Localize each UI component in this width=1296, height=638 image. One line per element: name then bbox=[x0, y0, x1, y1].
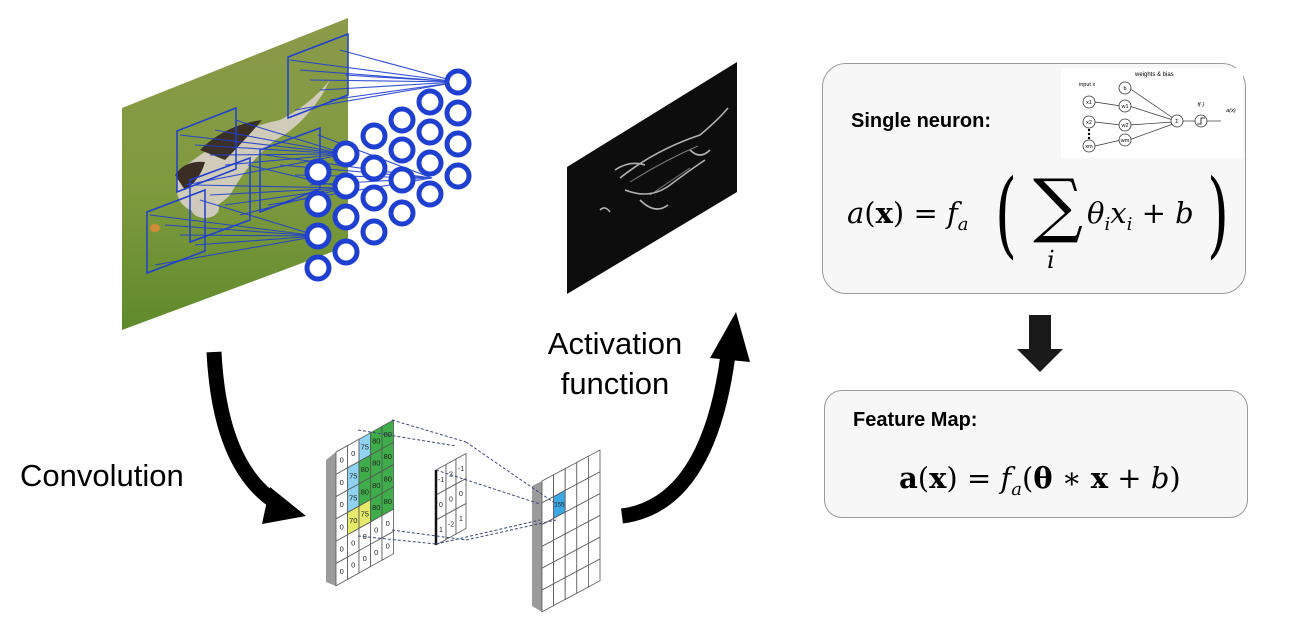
input-grid-cell-value: 0 bbox=[340, 478, 344, 487]
kernel-grid-cell bbox=[455, 502, 467, 535]
output-grid: 155 bbox=[532, 449, 601, 613]
projection-lines bbox=[357, 419, 557, 545]
input-grid-cell-value: 0 bbox=[340, 545, 344, 554]
input-grid-cell-value: 0 bbox=[363, 554, 367, 563]
activation-output-image bbox=[567, 62, 737, 294]
input-grid-cell-value: 80 bbox=[372, 436, 380, 445]
input-grid-cell-value: 75 bbox=[361, 443, 369, 452]
input-grid-cell-value: 80 bbox=[361, 465, 369, 474]
input-grid-cell-value: 80 bbox=[372, 503, 380, 512]
input-grid-cell-value: 0 bbox=[351, 449, 355, 458]
output-grid-cell bbox=[588, 558, 601, 588]
input-grid-cell-value: 80 bbox=[372, 481, 380, 490]
activation-arrow bbox=[620, 312, 750, 524]
input-grid-cell-value: 75 bbox=[349, 494, 357, 503]
input-grid-cell-value: 80 bbox=[361, 487, 369, 496]
inset-weights-bias-label: weights & bias bbox=[1134, 72, 1174, 78]
input-grid-cell-value: 70 bbox=[349, 516, 357, 525]
kernel-grid-cell-value: -2 bbox=[448, 522, 454, 529]
kernel-grid-cell-value: -1 bbox=[458, 466, 464, 473]
input-grid-cell-value: 0 bbox=[351, 561, 355, 570]
output-grid-frame bbox=[532, 481, 542, 612]
neuron-circles bbox=[304, 68, 472, 282]
single-neuron-box: Single neuron: weights & bias input x x1… bbox=[822, 63, 1246, 294]
convolution-label: Convolution bbox=[20, 458, 184, 493]
input-grid: 0075808007580808007580808007075808000000… bbox=[326, 419, 394, 587]
down-arrow bbox=[1017, 315, 1063, 372]
input-grid-cell-value: 80 bbox=[372, 459, 380, 468]
activation-label-line2: function bbox=[560, 366, 670, 401]
inset-node-x2: x2 bbox=[1086, 120, 1092, 126]
inset-node-xm: xm bbox=[1085, 144, 1093, 150]
input-grid-cell-value: 0 bbox=[386, 519, 390, 528]
convolution-arrow bbox=[206, 351, 306, 524]
kernel-grid-cell-value: 0 bbox=[459, 491, 463, 498]
input-grid-cell-value: 80 bbox=[384, 452, 392, 461]
kernel-grid-cell-value: 0 bbox=[439, 502, 443, 509]
input-grid-cell-value: 0 bbox=[374, 548, 378, 557]
input-grid-cell-value: 80 bbox=[384, 430, 392, 439]
feature-map-equation: a(x) = fa(θ ∗ x + b) bbox=[899, 461, 1181, 500]
inset-bias: b bbox=[1123, 86, 1126, 92]
feature-map-title: Feature Map: bbox=[853, 409, 978, 431]
cat-photo bbox=[122, 18, 348, 330]
inset-weight-w1: w1 bbox=[1120, 104, 1128, 110]
input-grid-cell-value: 0 bbox=[340, 522, 344, 531]
inset-output: a(x) bbox=[1226, 108, 1236, 114]
kernel-grid-cell-value: 1 bbox=[459, 516, 463, 523]
inset-input-label: input x bbox=[1079, 82, 1095, 88]
single-neuron-title: Single neuron: bbox=[851, 110, 991, 132]
kernel-grid-cell-value: 0 bbox=[449, 497, 453, 504]
input-grid-cell-value: 0 bbox=[351, 538, 355, 547]
input-grid-cell-value: 0 bbox=[340, 567, 344, 576]
input-grid-cell-value: 75 bbox=[361, 510, 369, 519]
activation-label: Activation function bbox=[520, 324, 710, 404]
input-grid-cell-value: 0 bbox=[340, 500, 344, 509]
input-grid-cell-value: 80 bbox=[384, 497, 392, 506]
inset-sum: Σ bbox=[1175, 119, 1179, 125]
feature-map-box: Feature Map: a(x) = fa(θ ∗ x + b) bbox=[824, 390, 1248, 518]
inset-weight-w2: w2 bbox=[1120, 123, 1128, 129]
input-grid-cell-value: 75 bbox=[349, 471, 357, 480]
inset-weight-wm: wm bbox=[1120, 138, 1130, 144]
input-grid-cell-value: 0 bbox=[340, 455, 344, 464]
activation-label-line1: Activation bbox=[547, 326, 683, 361]
inset-activation-f: f(·) bbox=[1197, 102, 1204, 108]
input-grid-cell-value: 0 bbox=[386, 541, 390, 550]
input-grid-frame bbox=[326, 452, 336, 586]
receptive-fields bbox=[146, 32, 349, 275]
neuron-inset-diagram: weights & bias input x x1 x2 xm b w1 bbox=[1061, 68, 1243, 158]
input-grid-cell-value: 0 bbox=[374, 525, 378, 534]
output-grid-cell-value: 155 bbox=[554, 502, 565, 508]
kernel-grid-cell-value: -1 bbox=[438, 477, 444, 484]
inset-node-x1: x1 bbox=[1086, 100, 1092, 106]
kernel-grid-cell-value: 1 bbox=[439, 527, 443, 534]
input-grid-cell-value: 80 bbox=[384, 474, 392, 483]
